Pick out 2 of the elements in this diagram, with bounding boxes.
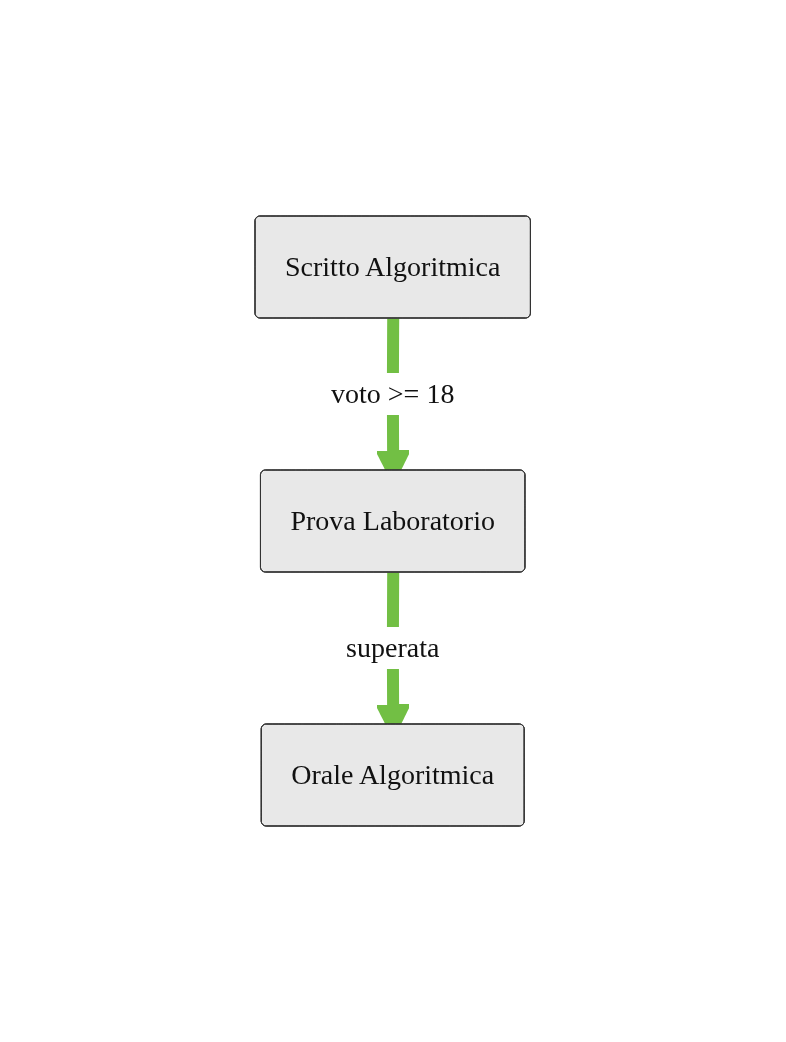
edge-label: voto >= 18 [331,378,455,409]
edge-label: superata [346,632,440,663]
